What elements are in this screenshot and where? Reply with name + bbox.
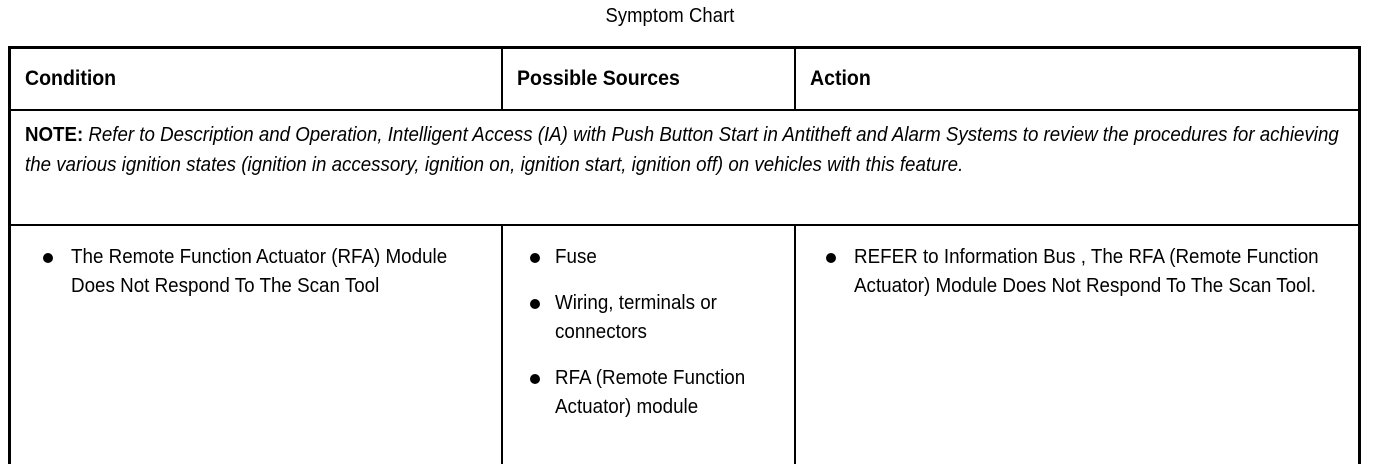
column-header-possible-sources-label: Possible Sources [516, 67, 680, 90]
list-item: Wiring, terminals or connectors [503, 289, 784, 347]
list-item: Fuse [503, 243, 784, 272]
cell-possible-sources: Fuse Wiring, terminals or connectors RFA… [500, 224, 796, 464]
column-header-condition-label: Condition [25, 67, 117, 90]
bullet-icon [825, 253, 836, 263]
list-item-label: The Remote Function Actuator (RFA) Modul… [71, 246, 448, 297]
possible-sources-bullet-list: Fuse Wiring, terminals or connectors RFA… [503, 226, 794, 432]
column-header-action: Action [793, 46, 1361, 111]
list-item-label: Fuse [554, 246, 597, 268]
column-header-condition: Condition [8, 46, 503, 111]
bullet-icon [529, 299, 540, 309]
list-item: REFER to Information Bus , The RFA (Remo… [796, 243, 1349, 301]
table-note-row: NOTE: Refer to Description and Operation… [8, 109, 1361, 226]
bullet-icon [529, 374, 540, 384]
column-header-possible-sources: Possible Sources [500, 46, 796, 111]
cell-action: REFER to Information Bus , The RFA (Remo… [793, 224, 1361, 464]
list-item-label: REFER to Information Bus , The RFA (Remo… [853, 246, 1319, 297]
bullet-icon [529, 253, 540, 263]
note-label: NOTE: [25, 124, 89, 146]
condition-bullet-list: The Remote Function Actuator (RFA) Modul… [11, 226, 501, 311]
cell-condition: The Remote Function Actuator (RFA) Modul… [8, 224, 503, 464]
note-body: Refer to Description and Operation, Inte… [25, 124, 1339, 176]
action-bullet-list: REFER to Information Bus , The RFA (Remo… [796, 226, 1359, 311]
note-text: NOTE: Refer to Description and Operation… [25, 120, 1347, 180]
page-title: Symptom Chart [605, 5, 735, 27]
list-item: RFA (Remote Function Actuator) module [503, 364, 784, 422]
bullet-icon [43, 253, 53, 263]
table-header-row: Condition Possible Sources Action [8, 46, 1361, 111]
table-row: The Remote Function Actuator (RFA) Modul… [8, 224, 1361, 464]
list-item: The Remote Function Actuator (RFA) Modul… [11, 243, 491, 301]
list-item-label: RFA (Remote Function Actuator) module [554, 367, 745, 418]
note-cell: NOTE: Refer to Description and Operation… [8, 109, 1361, 226]
list-item-label: Wiring, terminals or connectors [554, 292, 717, 343]
symptom-chart-table: Condition Possible Sources Action NOTE: … [8, 46, 1361, 464]
column-header-action-label: Action [809, 67, 871, 90]
